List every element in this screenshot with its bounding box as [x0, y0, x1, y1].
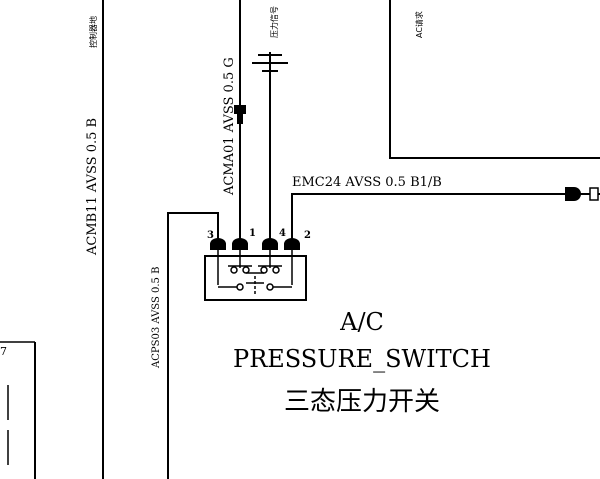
- pressure-switch-body: [204, 255, 307, 301]
- component-title-ac: A/C: [339, 308, 384, 336]
- pin-label-4: 4: [279, 228, 286, 239]
- wire-emc24: [291, 193, 565, 240]
- contact-4b: [272, 266, 280, 274]
- terminal-pin-3: [210, 238, 226, 250]
- contact-4a: [260, 266, 268, 274]
- emc24-connector-plug: [565, 187, 581, 201]
- wire-acma01-terminal-body: [237, 114, 243, 124]
- emc24-connector-socket: [589, 187, 599, 201]
- contact-32a: [236, 283, 244, 291]
- terminal-pin-2: [284, 238, 300, 250]
- terminal-pin-4: [262, 238, 278, 250]
- label-emc24: EMC24 AVSS 0.5 B1/B: [292, 175, 442, 190]
- pin-terminals: [210, 238, 300, 250]
- contact-1b: [242, 266, 250, 274]
- pin-label-2: 2: [304, 230, 311, 241]
- component-title-zh: 三态压力开关: [284, 387, 440, 417]
- wire-acps03: [167, 212, 219, 479]
- label-acma01: ACMA01 AVSS 0.5 G: [222, 57, 237, 196]
- ac-request-box-edge: [389, 0, 600, 159]
- switch-internals: [217, 250, 293, 296]
- component-title-en: PRESSURE_SWITCH: [233, 345, 491, 373]
- left-box-number: 7: [0, 345, 7, 358]
- wire-acma01-terminal-cap: [234, 105, 246, 114]
- note-pressure-signal: 压力信号: [269, 6, 279, 38]
- note-ac-request: AC请求: [414, 11, 424, 38]
- contact-1a: [230, 266, 238, 274]
- pin-label-1: 1: [249, 228, 256, 239]
- contact-32b: [266, 283, 274, 291]
- terminal-pin-1: [232, 238, 248, 250]
- label-acps03: ACPS03 AVSS 0.5 B: [151, 267, 162, 369]
- label-acmb11: ACMB11 AVSS 0.5 B: [85, 118, 100, 256]
- pin-label-3: 3: [207, 230, 214, 241]
- note-controller-ground: 控制器地: [88, 16, 98, 48]
